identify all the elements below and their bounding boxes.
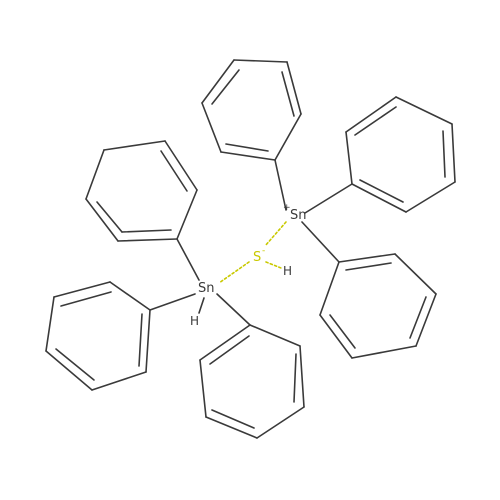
sulfur-hydrogen-label: H <box>283 264 292 278</box>
sulfur-label: S <box>253 250 261 265</box>
sn-top-phenyl-ring-right <box>304 96 456 214</box>
sn-bottom-phenyl-ring-lower <box>199 293 305 439</box>
sulfur-charge: - <box>262 246 265 256</box>
s-h-bond <box>265 261 282 269</box>
sn-bottom-phenyl-ring-upper <box>85 140 200 281</box>
sn-bottom-hydrogen-label: H <box>190 314 199 328</box>
sn-bottom-label: Sn <box>198 281 215 296</box>
sn-top-label: Sn <box>290 208 307 223</box>
sn-bottom-phenyl-ring-left <box>45 281 196 391</box>
sn-top-phenyl-ring-lower <box>301 221 437 359</box>
sn-top-phenyl-ring-upper <box>201 59 302 211</box>
coordination-bonds <box>218 221 287 284</box>
sn-top-charge: + <box>283 203 291 213</box>
sn-h-bond <box>198 297 205 314</box>
